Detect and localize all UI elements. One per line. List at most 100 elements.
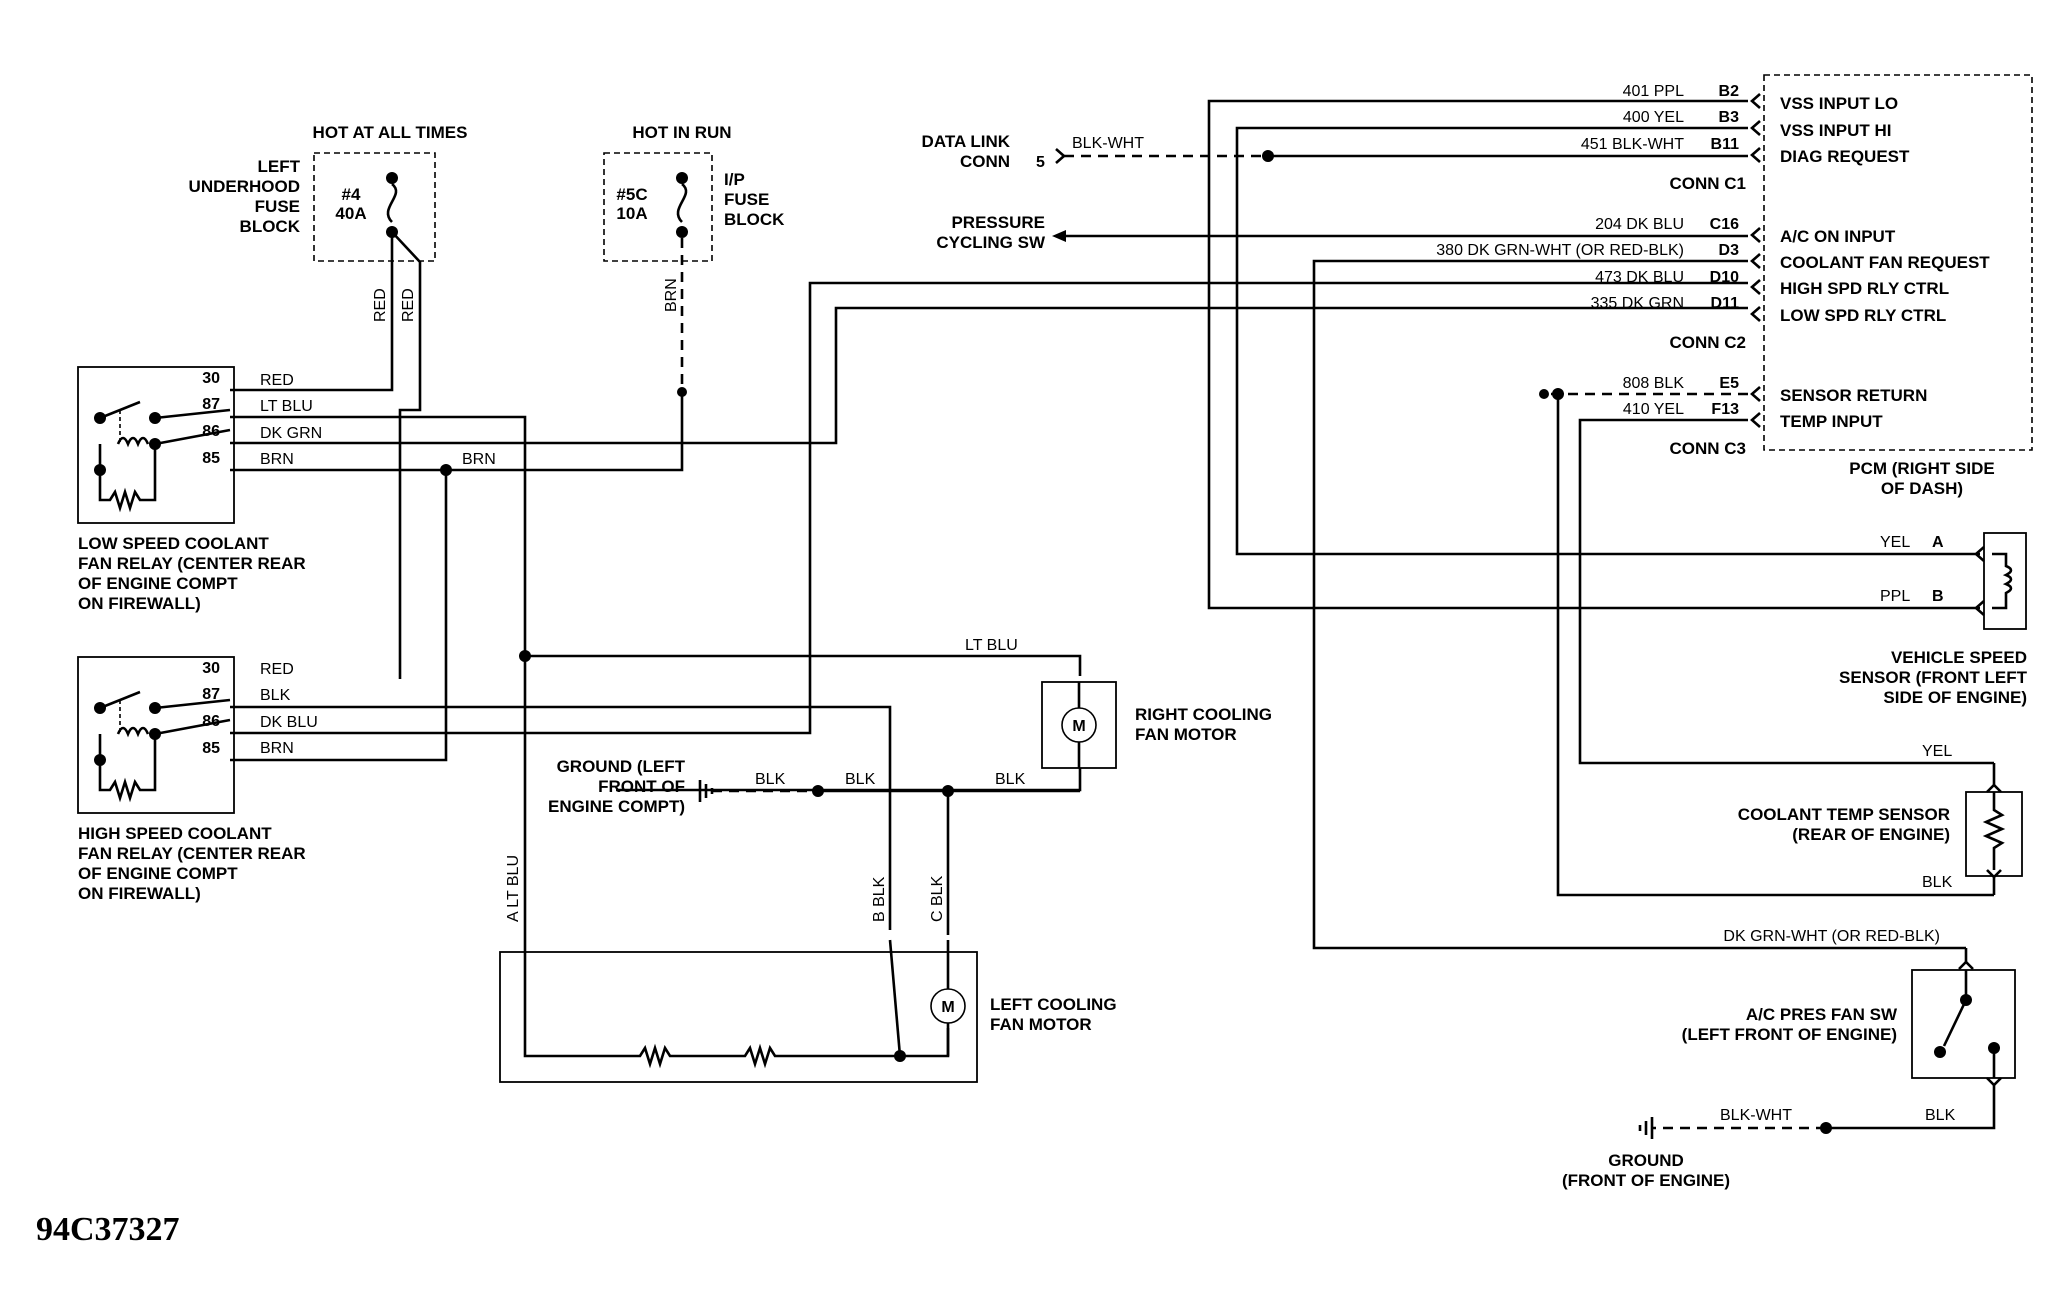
underhood-fuse-block: HOT AT ALL TIMES LEFT UNDERHOOD FUSE BLO… <box>189 123 467 679</box>
fuse-5c-rating: 10A <box>616 204 647 223</box>
low-relay-pin: 30 <box>202 370 220 387</box>
ground-left-label-line: ENGINE COMPT) <box>548 797 685 816</box>
wire-label: RED <box>260 372 294 389</box>
pcm-connector-label: CONN C2 <box>1669 333 1746 352</box>
red-wire-hi <box>391 231 422 679</box>
temp-input-wire <box>1578 418 1994 765</box>
motor-symbol: M <box>941 999 954 1016</box>
wire-label: RED <box>400 288 417 322</box>
wire-label: BRN <box>260 740 294 757</box>
pcm-function: TEMP INPUT <box>1780 412 1883 431</box>
wire-label: RED <box>260 661 294 678</box>
ground-front-engine: BLK-WHT BLK GROUND (FRONT OF ENGINE) <box>1562 1085 1996 1190</box>
ect-caption-line: (REAR OF ENGINE) <box>1792 825 1950 844</box>
brn-wire-hi <box>230 470 448 762</box>
pcm-function: COOLANT FAN REQUEST <box>1780 253 1990 272</box>
pcm-wire-label: 380 DK GRN-WHT (OR RED-BLK) <box>1436 242 1684 259</box>
pcm-pin: B2 <box>1719 83 1740 100</box>
hot-in-run-label: HOT IN RUN <box>632 123 731 142</box>
fuse-4-rating: 40A <box>335 204 366 223</box>
pcm-wire-label: 473 DK BLU <box>1595 269 1684 286</box>
vss-pin: B <box>1932 588 1944 605</box>
right-fan-label-line: RIGHT COOLING <box>1135 705 1272 724</box>
vss-caption-line: VEHICLE SPEED <box>1891 648 2027 667</box>
left-cooling-fan: M A LT BLU B BLK C BLK LEFT COOLING FAN … <box>499 855 1117 1083</box>
wire-label: DK BLU <box>260 714 318 731</box>
wire-label: RED <box>372 288 389 322</box>
wire-label: BLK <box>1925 1107 1956 1124</box>
right-fan-label-line: FAN MOTOR <box>1135 725 1237 744</box>
pcm-pin: B11 <box>1711 136 1740 153</box>
pcm-pin: F13 <box>1711 401 1739 418</box>
pcm-wire-label: 808 BLK <box>1623 375 1685 392</box>
wire-label: C BLK <box>929 875 946 922</box>
high-relay-caption-line: ON FIREWALL) <box>78 884 201 903</box>
wire-label: BLK <box>845 771 876 788</box>
ppl-vss-lo-wire <box>1207 99 1980 610</box>
pcm-pin: C16 <box>1710 216 1739 233</box>
underhood-fuse-name-line: UNDERHOOD <box>189 177 300 196</box>
low-relay-caption-line: FAN RELAY (CENTER REAR <box>78 554 306 573</box>
low-relay-pin: 86 <box>202 423 220 440</box>
wire-label: BRN <box>663 278 680 312</box>
vss-caption-line: SENSOR (FRONT LEFT <box>1839 668 2028 687</box>
lt-blu-wire <box>230 415 527 930</box>
pcm-pin: D10 <box>1710 269 1739 286</box>
pcm-caption-line: PCM (RIGHT SIDE <box>1849 459 1994 478</box>
pcm-function: LOW SPD RLY CTRL <box>1780 306 1946 325</box>
pressure-cycling-label-line: PRESSURE <box>951 213 1045 232</box>
pcm-wire-label: 335 DK GRN <box>1591 295 1684 312</box>
brn-wire <box>230 392 684 472</box>
wire-label: BRN <box>462 451 496 468</box>
pcm-function: VSS INPUT HI <box>1780 121 1891 140</box>
underhood-fuse-name-line: BLOCK <box>240 217 301 236</box>
pcm-connector-label: CONN C3 <box>1669 439 1746 458</box>
data-link-connector: DATA LINK CONN 5 BLK-WHT <box>922 132 1274 171</box>
wire-label: B BLK <box>871 876 888 922</box>
high-speed-relay: 30 87 86 85 RED BLK DK BLU BRN HIGH SPEE… <box>77 281 1748 930</box>
figure-id: 94C37327 <box>36 1211 180 1248</box>
ac-pressure-fan-switch: DK GRN-WHT (OR RED-BLK) A/C PRES FAN SW … <box>1682 928 2016 1087</box>
pcm-wire-label: 204 DK BLU <box>1595 216 1684 233</box>
pcm-connector-label: CONN C1 <box>1669 174 1746 193</box>
fuse-4-icon <box>386 172 398 238</box>
wire-label: YEL <box>1880 534 1910 551</box>
wire-label: BLK <box>1922 874 1953 891</box>
wire-label: YEL <box>1922 743 1952 760</box>
vehicle-speed-sensor: YEL A PPL B VEHICLE SPEED SENSOR (FRONT … <box>1839 532 2028 707</box>
data-link-label-line: CONN <box>960 152 1010 171</box>
low-relay-pin: 85 <box>202 450 220 467</box>
vss-pin: A <box>1932 534 1944 551</box>
pcm-pin-arrows <box>1750 93 1761 428</box>
ground-front-caption-line: GROUND <box>1608 1151 1684 1170</box>
red-wire-lo <box>230 232 394 392</box>
wire-label: BLK <box>755 771 786 788</box>
underhood-fuse-box <box>313 152 436 262</box>
sensor-return-wire <box>1556 394 1994 897</box>
fuse-4-number: #4 <box>342 185 361 204</box>
wire-label: BLK-WHT <box>1720 1107 1792 1124</box>
high-relay-pin: 86 <box>202 713 220 730</box>
pcm-caption-line: OF DASH) <box>1881 479 1963 498</box>
ac-switch-blade-icon <box>1942 970 1968 1047</box>
coolant-fan-request-wire <box>1312 259 1966 950</box>
wire-label: DK GRN-WHT (OR RED-BLK) <box>1723 928 1940 945</box>
wire-label: BRN <box>260 451 294 468</box>
fuse-5c-number: #5C <box>616 185 647 204</box>
left-fan-label-line: LEFT COOLING <box>990 995 1117 1014</box>
high-relay-caption-line: HIGH SPEED COOLANT <box>78 824 272 843</box>
pcm: 401 PPL B2 VSS INPUT LO 400 YEL B3 VSS I… <box>1207 74 2033 950</box>
pcm-pin: D3 <box>1719 242 1740 259</box>
ac-switch-caption-line: (LEFT FRONT OF ENGINE) <box>1682 1025 1897 1044</box>
ip-fuse-name-line: BLOCK <box>724 210 785 229</box>
fuse-5c-icon <box>676 172 688 238</box>
low-relay-pin: 87 <box>202 396 220 413</box>
pcm-wire-label: 410 YEL <box>1623 401 1684 418</box>
high-relay-pin: 87 <box>202 686 220 703</box>
ect-caption-line: COOLANT TEMP SENSOR <box>1738 805 1950 824</box>
high-relay-pin: 85 <box>202 740 220 757</box>
wire-label: A LT BLU <box>505 855 522 922</box>
pressure-cycling-switch: PRESSURE CYCLING SW <box>936 213 1748 252</box>
ground-left-label-line: GROUND (LEFT <box>557 757 686 776</box>
pcm-function: A/C ON INPUT <box>1780 227 1896 246</box>
